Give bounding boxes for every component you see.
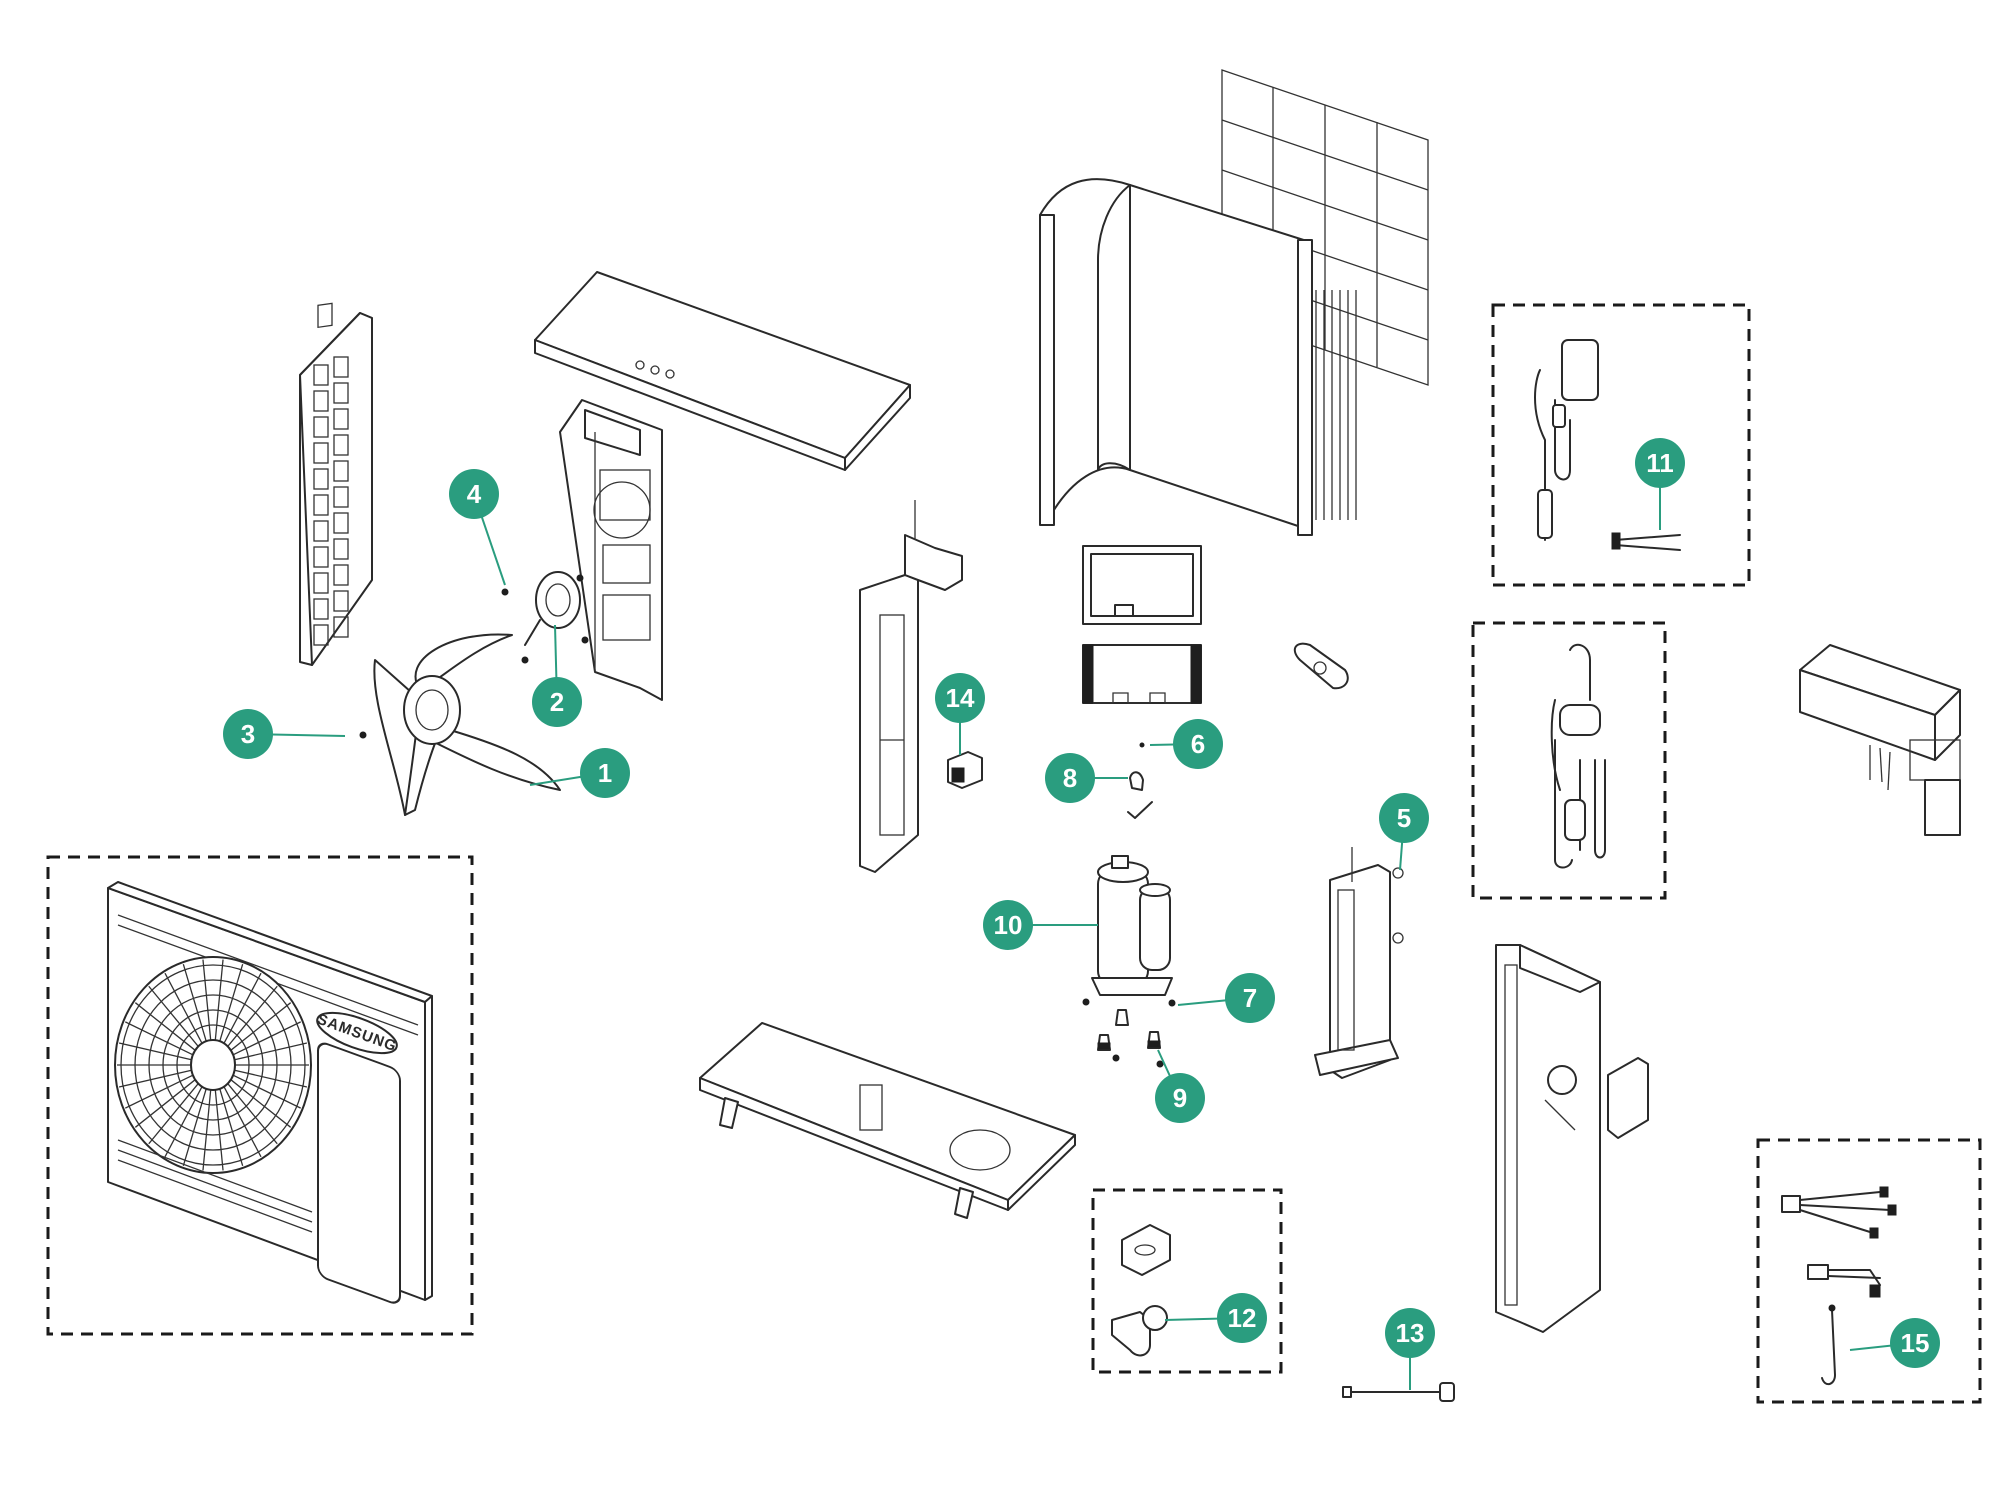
callout-14: 14 — [935, 673, 985, 723]
rubber-grommets — [1097, 1009, 1161, 1051]
condenser-coil — [1039, 178, 1357, 536]
wiring-harness-group — [1756, 1138, 1982, 1404]
callout-15-circle — [1890, 1318, 1940, 1368]
callout-3: 3 — [223, 709, 273, 759]
callout-10-label: 10 — [994, 910, 1023, 940]
callout-1-label: 1 — [598, 758, 612, 788]
callout-2-label: 2 — [550, 687, 564, 717]
callout-5-label: 5 — [1397, 803, 1411, 833]
callout-6-circle — [1173, 719, 1223, 769]
callout-9-label: 9 — [1173, 1083, 1187, 1113]
callout-13: 13 — [1385, 1308, 1435, 1358]
callout-2: 2 — [532, 677, 582, 727]
callout-1-circle — [580, 748, 630, 798]
base-pan — [699, 1022, 1076, 1219]
callout-2-circle — [532, 677, 582, 727]
callout-7-label: 7 — [1243, 983, 1257, 1013]
reactor — [947, 751, 983, 789]
side-grille-panel — [299, 302, 373, 666]
callout-15-label: 15 — [1901, 1328, 1930, 1358]
leader-lines — [247, 463, 1916, 1390]
motor-bracket — [559, 399, 663, 701]
fan-motor — [501, 571, 589, 664]
front-panel-group: SAMSUNG — [46, 855, 474, 1336]
callout-8-circle — [1045, 753, 1095, 803]
callout-11-circle — [1635, 438, 1685, 488]
callout-4-label: 4 — [467, 479, 482, 509]
partition-panel — [859, 500, 963, 873]
callout-1: 1 — [580, 748, 630, 798]
callout-9-circle — [1155, 1073, 1205, 1123]
callout-5-circle — [1379, 793, 1429, 843]
pcb-control-box — [1799, 644, 1961, 836]
insulation-sheet-upper — [1082, 545, 1202, 625]
callout-8: 8 — [1045, 753, 1095, 803]
callout-14-label: 14 — [946, 683, 975, 713]
valve-assembly-group — [1491, 303, 1751, 587]
callout-4-circle — [449, 469, 499, 519]
right-side-panel — [1495, 944, 1649, 1333]
callout-9: 9 — [1155, 1073, 1205, 1123]
small-cap — [1127, 742, 1153, 819]
callout-8-label: 8 — [1063, 763, 1077, 793]
callout-10: 10 — [983, 900, 1033, 950]
callout-7-circle — [1225, 973, 1275, 1023]
four-way-valve-group — [1471, 621, 1667, 900]
callout-6-label: 6 — [1191, 729, 1205, 759]
callout-14-circle — [935, 673, 985, 723]
callout-13-circle — [1385, 1308, 1435, 1358]
valve-bracket — [1314, 847, 1404, 1079]
sensor-cable — [1342, 1382, 1455, 1402]
callout-6: 6 — [1173, 719, 1223, 769]
callout-3-circle — [223, 709, 273, 759]
callout-15: 15 — [1890, 1318, 1940, 1368]
callout-3-label: 3 — [241, 719, 255, 749]
callout-13-label: 13 — [1396, 1318, 1425, 1348]
drain-parts-group — [1091, 1188, 1283, 1374]
callout-7: 7 — [1225, 973, 1275, 1023]
propeller-fan — [359, 633, 561, 816]
callout-5: 5 — [1379, 793, 1429, 843]
insulation-sheet-lower — [1082, 644, 1202, 704]
callout-12: 12 — [1217, 1293, 1267, 1343]
mounting-plate — [1293, 642, 1349, 690]
top-cover — [534, 271, 911, 471]
callout-4: 4 — [449, 469, 499, 519]
callout-11-label: 11 — [1646, 448, 1674, 478]
compressor — [1082, 855, 1176, 1068]
callout-12-label: 12 — [1228, 1303, 1257, 1333]
callout-10-circle — [983, 900, 1033, 950]
callout-11: 11 — [1635, 438, 1685, 488]
callout-12-circle — [1217, 1293, 1267, 1343]
